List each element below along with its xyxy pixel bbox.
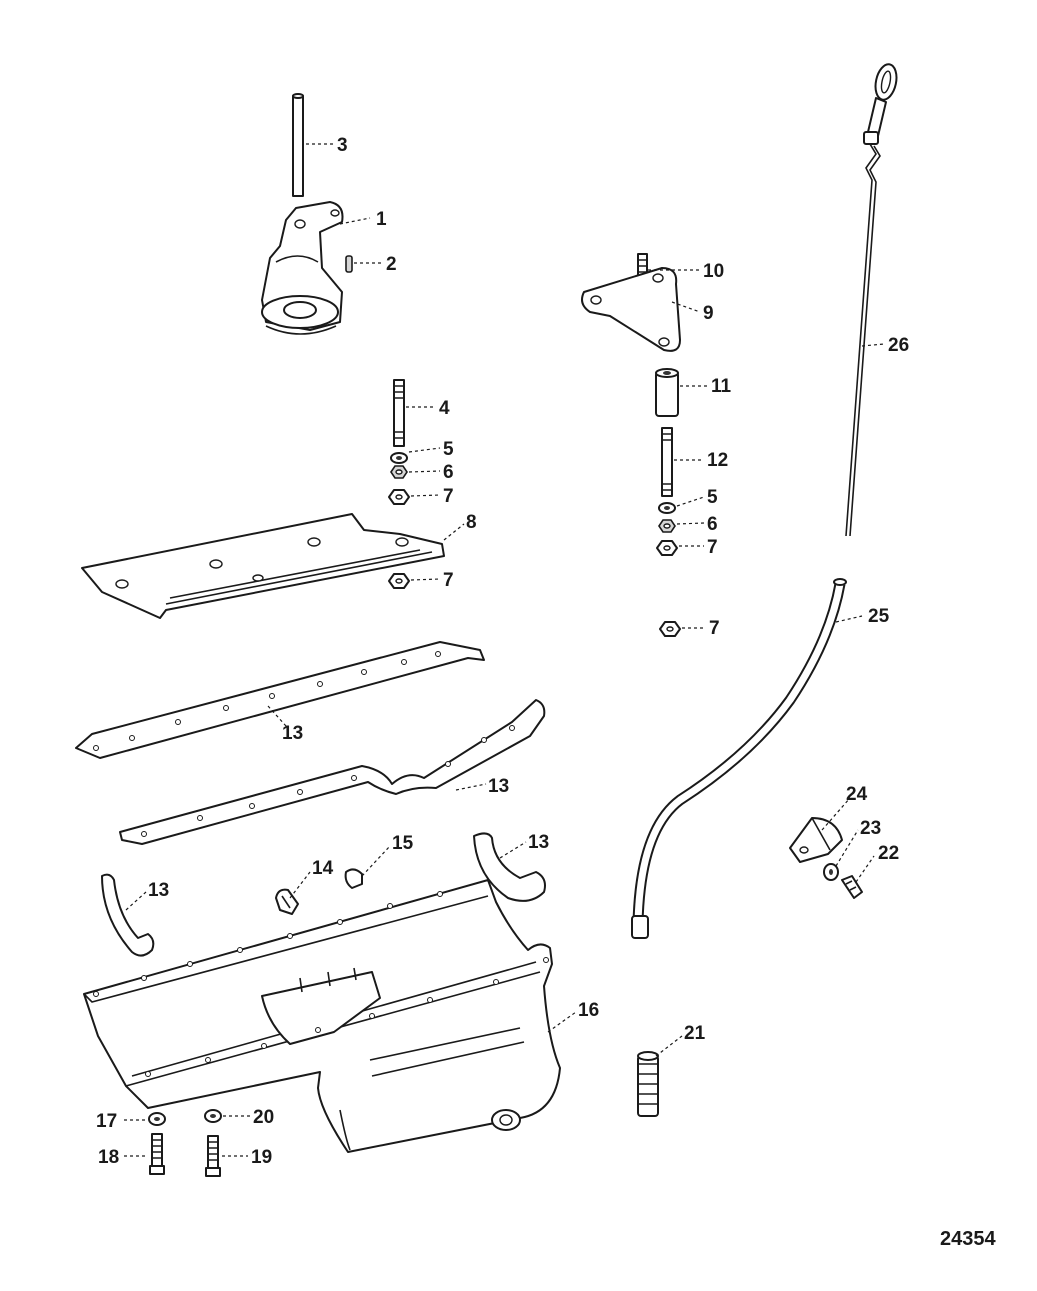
part-13-front-seal-left	[101, 873, 155, 957]
callout-3: 3	[337, 135, 348, 156]
callout-13: 13	[528, 832, 549, 853]
part-17-washer	[148, 1112, 166, 1126]
part-5-washer-right	[658, 502, 676, 514]
callout-13: 13	[282, 723, 303, 744]
part-18-bolt	[149, 1133, 165, 1175]
part-23-washer	[823, 863, 839, 881]
callout-4: 4	[439, 398, 450, 419]
callout-14: 14	[312, 858, 334, 879]
part-4-stud	[393, 379, 405, 447]
diagram-code: 24354	[940, 1228, 996, 1250]
callout-13: 13	[488, 776, 509, 797]
part-14-clip	[275, 888, 299, 915]
callout-labels: 3 1 2 4 5 6 7 8 7 10 9 11 12 5 6 7 7 26 …	[96, 135, 909, 1168]
part-2-pin	[345, 255, 353, 273]
callout-2: 2	[386, 254, 397, 275]
callout-17: 17	[96, 1111, 117, 1132]
callout-26: 26	[888, 335, 909, 356]
callout-11: 11	[711, 376, 732, 397]
callout-24: 24	[846, 784, 868, 805]
callout-5: 5	[443, 439, 454, 460]
callout-10: 10	[703, 261, 724, 282]
part-7-nut-baffle	[388, 573, 410, 589]
part-9-bracket	[581, 267, 681, 352]
part-6-nut-left	[390, 465, 408, 479]
part-22-screw	[841, 875, 863, 899]
callout-7: 7	[709, 618, 720, 639]
callout-9: 9	[703, 303, 714, 324]
part-16-oil-pan	[83, 879, 561, 1153]
part-13-rear-seal-right	[473, 832, 546, 902]
leader-lines	[124, 143, 885, 1157]
part-21-fitting	[637, 1051, 659, 1117]
part-11-spacer	[655, 368, 679, 417]
part-7-nut-left	[388, 489, 410, 505]
callout-22: 22	[878, 843, 899, 864]
callout-7: 7	[443, 570, 454, 591]
part-25-dipstick-tube	[631, 578, 847, 939]
part-13-gasket-lower	[119, 699, 546, 845]
callout-6: 6	[443, 462, 454, 483]
callout-25: 25	[868, 606, 890, 627]
part-15-clip	[344, 868, 363, 889]
callout-8: 8	[466, 512, 477, 533]
callout-1: 1	[376, 209, 387, 230]
part-7-nut-lower-right	[659, 621, 681, 637]
callout-6: 6	[707, 514, 718, 535]
callout-18: 18	[98, 1147, 119, 1168]
callout-13: 13	[148, 880, 169, 901]
callout-23: 23	[860, 818, 881, 839]
part-13-gasket-upper	[75, 641, 485, 759]
part-1-oil-pump	[261, 201, 344, 335]
part-3-shaft	[292, 93, 304, 197]
callout-12: 12	[707, 450, 728, 471]
part-7-nut-right	[656, 540, 678, 556]
part-8-baffle	[81, 513, 445, 619]
part-5-washer-left	[390, 452, 408, 464]
part-20-washer	[204, 1109, 222, 1123]
part-19-bolt	[205, 1135, 221, 1177]
callout-19: 19	[251, 1147, 272, 1168]
callout-15: 15	[392, 833, 414, 854]
callout-20: 20	[253, 1107, 274, 1128]
part-24-clamp	[789, 817, 843, 863]
callout-7: 7	[707, 537, 718, 558]
callout-5: 5	[707, 487, 718, 508]
part-6-nut-right	[658, 519, 676, 533]
callout-21: 21	[684, 1023, 706, 1044]
part-26-dipstick	[845, 63, 898, 537]
part-12-stud	[661, 427, 673, 497]
callout-7: 7	[443, 486, 454, 507]
callout-16: 16	[578, 1000, 599, 1021]
